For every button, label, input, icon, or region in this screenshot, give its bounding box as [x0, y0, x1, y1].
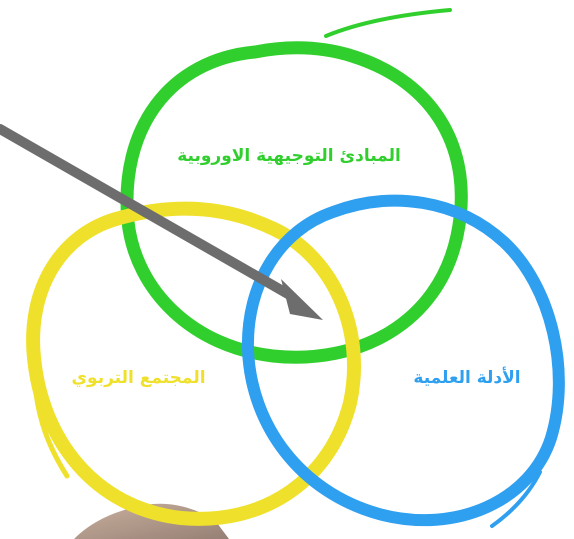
yellow-circle-tail	[30, 352, 70, 479]
label-scientific-evidence: الأدلة العلمية	[413, 368, 521, 388]
green-circle-wisp	[324, 8, 452, 38]
blue-circle	[241, 194, 565, 527]
green-circle	[120, 41, 468, 364]
label-educational-community: المجتمع التربوي	[71, 368, 206, 388]
arrow-shaft	[0, 124, 293, 299]
label-european-guidelines: المبادئ التوجيهية الاوروبية	[177, 146, 401, 166]
blue-circle-tail	[490, 470, 542, 528]
arrowhead-icon	[281, 279, 323, 320]
yellow-circle	[26, 201, 361, 526]
